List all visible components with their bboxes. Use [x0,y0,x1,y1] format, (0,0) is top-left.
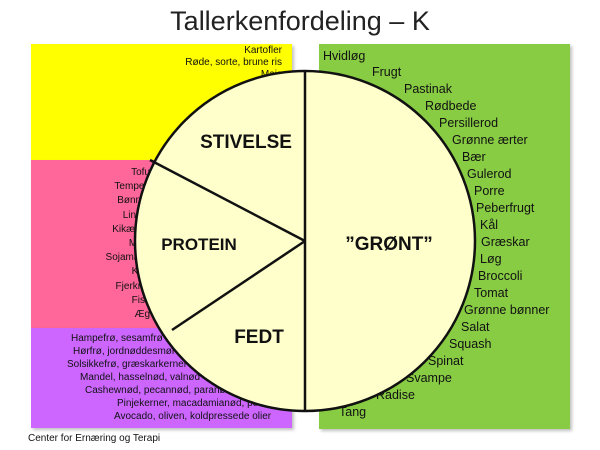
page-title: Tallerkenfordeling – K [170,6,430,36]
segment-label-protein: PROTEIN [161,235,237,254]
green-item: Svampe [406,371,452,385]
fat-item: Pinjekerner, macadamianød, pesto, [117,398,275,409]
green-item: Tomat [474,286,509,300]
green-item: Hvidløg [323,49,366,63]
green-item: Salat [461,320,490,334]
fat-item: Solsikkefrø, græskarkerner [67,359,188,370]
fat-item: Hørfrø, jordnøddesmør [73,346,176,357]
green-item: Græskar [481,235,530,249]
green-item: Tang [339,405,367,419]
fat-item: Mandel, hasselnød, valnød [80,372,201,383]
green-item: Grønne bønner [464,303,550,317]
protein-item: Kikærter [112,223,150,235]
fat-item: Hampefrø, sesamfrø [71,333,163,344]
green-item: Broccoli [478,269,523,283]
footer-credit: Center for Ernæring og Terapi [28,433,161,444]
green-item: Peberfrugt [476,201,535,215]
segment-label-fat: FEDT [234,327,284,348]
protein-item: Fisk [131,294,150,306]
segment-label-green: ”GRØNT” [345,234,433,255]
protein-item: Tofu [131,167,150,178]
protein-item: Bønner [117,195,150,207]
protein-item: Sojamælk [105,252,150,264]
green-item: Porre [474,184,505,198]
fat-item: Cashewnød, pecannød, paranød, [85,385,234,396]
green-item: Pastinak [404,82,452,96]
starch-item: Røde, sorte, brune ris [185,57,282,68]
green-item: Spinat [428,354,464,368]
green-item: Grønne ærter [452,133,528,147]
segment-label-starch: STIVELSE [200,132,292,153]
green-item: Bær [462,150,486,164]
protein-item: Tempeh [114,181,150,193]
green-item: Rødbede [425,99,477,113]
plate-divider-starch-protein [149,158,306,243]
protein-item: Fjerkræ [115,280,150,292]
green-item: Persillerod [439,116,499,130]
protein-item: Æg [134,309,150,320]
plate-divider-protein-fat [171,239,306,332]
starch-item: Kartofler [244,45,282,56]
green-item: Squash [449,337,492,351]
fat-item: Avocado, oliven, koldpressede olier [114,411,272,422]
green-item: Frugt [372,65,402,79]
green-item: Gulerod [467,167,512,181]
green-item: Kål [480,218,499,232]
green-item: Løg [480,252,502,266]
